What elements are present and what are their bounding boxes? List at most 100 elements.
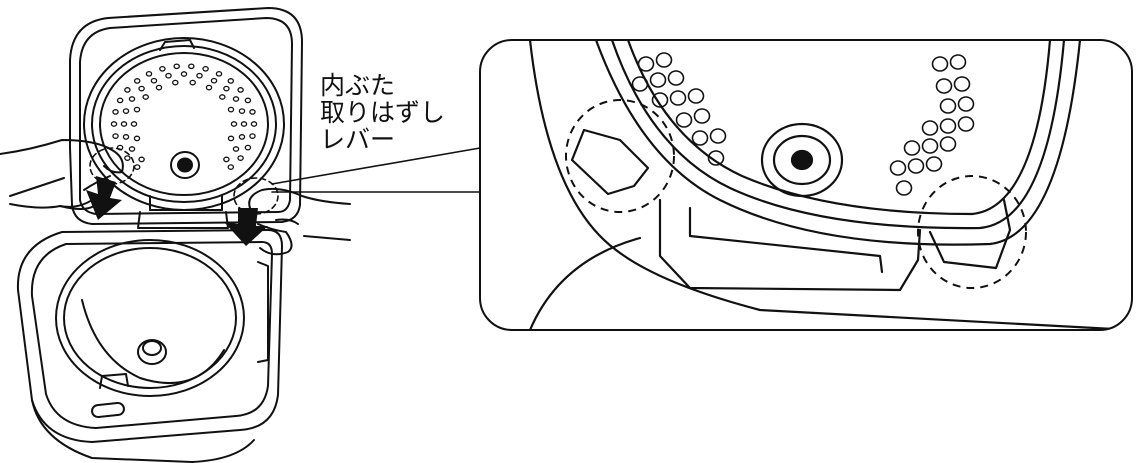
zoom-vent-hole <box>949 54 967 70</box>
zoom-vent-hole <box>651 92 669 108</box>
vent-hole <box>122 134 130 140</box>
zoom-vent-hole <box>693 108 711 124</box>
arrow-down-icon <box>86 176 122 220</box>
vent-hole <box>128 146 136 152</box>
vent-hole <box>112 133 119 139</box>
zoom-vent-hole <box>939 118 957 134</box>
callout-line-3: レバー <box>320 125 396 154</box>
zoom-vent-hole <box>707 150 725 166</box>
vent-hole <box>202 65 209 72</box>
lid-hinge-tab <box>159 39 195 51</box>
vent-hole <box>133 78 141 84</box>
vent-hole <box>112 109 119 115</box>
vent-hole <box>227 164 235 170</box>
vent-hole <box>227 135 235 142</box>
vent-hole <box>124 155 131 161</box>
vent-hole <box>232 96 240 102</box>
vent-hole <box>173 63 180 70</box>
vent-hole <box>227 78 235 84</box>
zoom-vent-hole <box>895 180 913 196</box>
cooker-body <box>16 229 283 463</box>
vent-hole <box>142 94 149 100</box>
zoom-steam-valve <box>760 122 844 198</box>
vent-hole <box>172 79 179 86</box>
zoom-vent-hole <box>935 78 953 94</box>
zoom-vent-hole <box>939 98 957 114</box>
zoom-vent-hole <box>655 52 673 68</box>
vent-hole <box>227 106 235 113</box>
zoom-vent-hole <box>939 136 957 152</box>
vent-hole <box>133 106 141 113</box>
vent-hole <box>223 85 230 92</box>
zoom-vent-holes <box>631 52 975 196</box>
arrow-down-icon <box>224 208 268 246</box>
zoom-vent-hole <box>921 120 939 136</box>
zoom-panel <box>479 39 1133 331</box>
vent-hole <box>116 97 124 104</box>
vent-hole <box>138 156 145 163</box>
vent-hole <box>232 146 240 152</box>
callout-label: 内ぶた 取りはずし レバー <box>320 72 445 153</box>
left-hand <box>0 139 124 210</box>
vent-hole <box>223 156 230 163</box>
zoom-vent-hole <box>907 158 925 174</box>
vent-hole <box>150 77 158 84</box>
zoom-vent-hole <box>957 116 975 132</box>
vent-hole <box>189 79 196 86</box>
steam-valve <box>170 151 200 179</box>
zoom-vent-hole <box>667 70 685 86</box>
vent-hole <box>237 155 244 161</box>
zoom-vent-hole <box>957 96 975 112</box>
vent-hole <box>249 133 256 139</box>
zoom-vent-hole <box>953 76 971 92</box>
vent-hole <box>230 121 238 127</box>
zoom-vent-hole <box>675 112 693 128</box>
vent-hole <box>124 87 131 93</box>
right-hand <box>248 187 351 256</box>
vent-hole <box>238 134 246 140</box>
vent-hole <box>130 121 138 127</box>
vent-hole <box>122 108 130 114</box>
vent-hole <box>133 135 141 142</box>
vent-hole <box>145 70 153 77</box>
zoom-leader-line <box>271 147 481 185</box>
vent-hole <box>237 87 244 93</box>
vent-hole <box>244 144 252 151</box>
vent-hole <box>249 109 256 115</box>
vent-hole <box>240 121 248 127</box>
open-lid <box>69 7 303 229</box>
vent-hole <box>165 72 172 79</box>
zoom-left-lever <box>570 128 650 196</box>
vent-hole <box>205 84 213 91</box>
callout-line-1: 内ぶた <box>320 71 396 100</box>
vent-hole <box>238 108 246 114</box>
zoom-right-lever <box>928 198 1012 270</box>
zoom-vent-hole <box>925 156 943 172</box>
zoom-vent-hole <box>903 140 921 156</box>
vent-hole <box>188 63 195 70</box>
vent-hole <box>133 164 141 170</box>
vent-hole <box>210 77 218 84</box>
zoom-left-highlight <box>565 99 675 213</box>
zoom-vent-hole <box>709 128 727 144</box>
zoom-vent-hole <box>637 56 655 72</box>
zoom-vent-hole <box>631 76 649 92</box>
vent-hole <box>196 72 203 79</box>
callout-line-2: 取りはずし <box>320 98 446 127</box>
zoom-vent-hole <box>669 90 687 106</box>
vent-hole <box>219 94 226 100</box>
vent-hole <box>159 65 166 72</box>
zoom-vent-hole <box>687 88 705 104</box>
vent-hole <box>138 85 145 92</box>
vent-hole <box>180 71 188 77</box>
zoom-vent-hole <box>931 56 949 72</box>
vent-hole <box>250 121 258 127</box>
vent-hole <box>215 70 223 77</box>
zoom-right-highlight <box>917 175 1027 289</box>
vent-hole <box>128 96 136 102</box>
zoom-vent-hole <box>889 160 907 176</box>
vent-holes <box>110 63 258 170</box>
zoom-vent-hole <box>921 138 939 154</box>
vent-hole <box>244 97 252 104</box>
